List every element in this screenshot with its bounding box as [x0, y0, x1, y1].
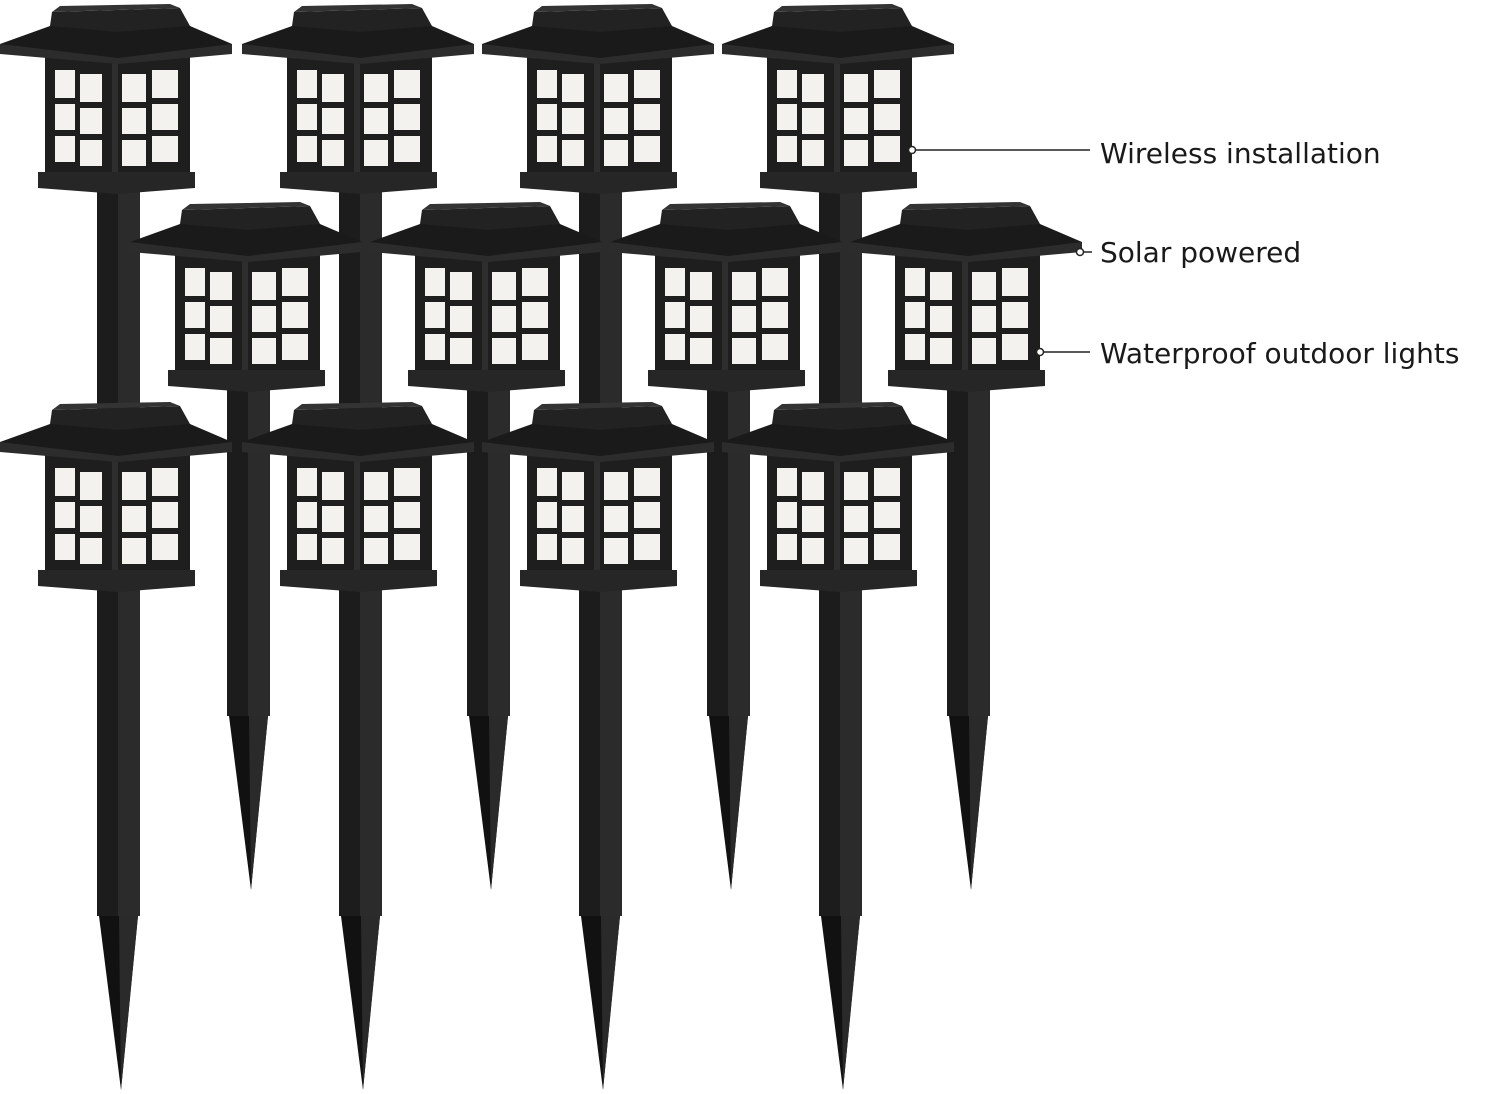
- callout-solar-powered: Solar powered: [1100, 236, 1302, 269]
- callout-waterproof-outdoor-lights: Waterproof outdoor lights: [1100, 337, 1460, 370]
- callout-dot-waterproof: [1035, 347, 1045, 357]
- solar-lantern-11: [482, 402, 714, 1090]
- callout-dot-wireless: [907, 145, 917, 155]
- callout-dot-solar: [1075, 247, 1085, 257]
- callout-wireless-installation: Wireless installation: [1100, 137, 1381, 170]
- solar-lantern-10: [242, 402, 474, 1090]
- solar-lantern-12: [722, 402, 954, 1090]
- solar-lantern-9: [0, 402, 232, 1090]
- callout-lines: [907, 145, 1092, 357]
